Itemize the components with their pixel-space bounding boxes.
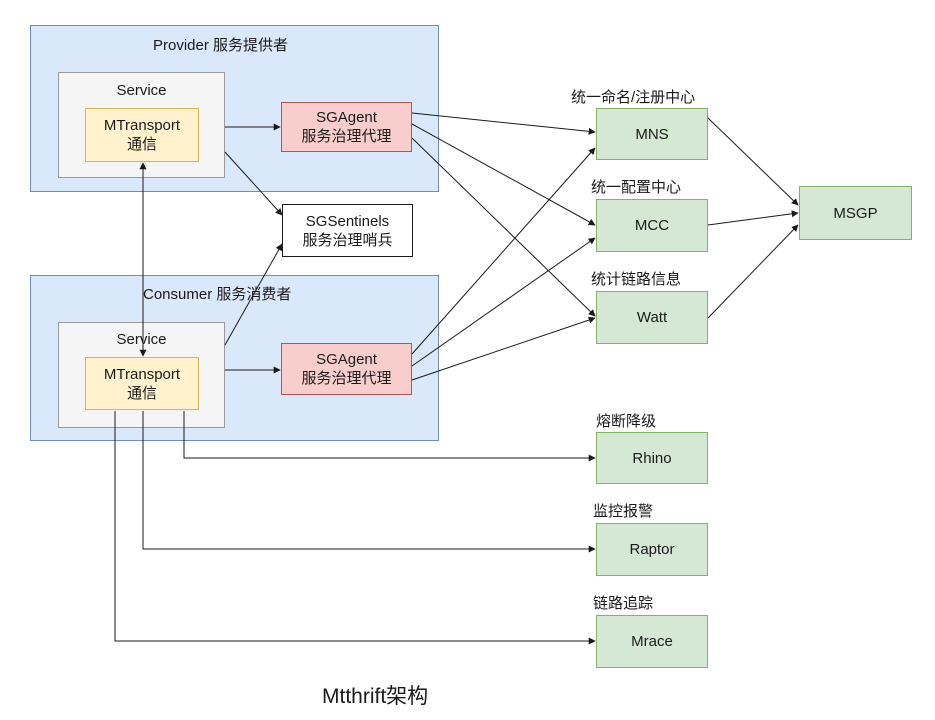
arrow-transport-to-mrace <box>114 411 596 645</box>
rhino-name: Rhino <box>632 449 672 467</box>
consumer-mtransport-name: MTransport <box>103 365 181 383</box>
provider-sgagent-name: SGAgent <box>316 109 377 126</box>
provider-service-title: Service <box>116 82 167 99</box>
msgp-box: MSGP <box>799 186 912 240</box>
mrace-label: 链路追踪 <box>593 595 654 612</box>
watt-box: Watt <box>596 291 708 344</box>
raptor-box: Raptor <box>596 523 708 576</box>
mrace-box: Mrace <box>596 615 708 668</box>
consumer-mtransport-desc: 通信 <box>126 384 157 402</box>
provider-sgagent-desc: 服务治理代理 <box>301 128 392 145</box>
arrow-provider-agent-to-watt <box>411 137 596 317</box>
mrace-name: Mrace <box>631 633 673 650</box>
arrow-consumer-service-to-sentinels <box>224 243 283 346</box>
consumer-sgagent-name: SGAgent <box>316 351 377 368</box>
raptor-label: 监控报警 <box>593 503 654 520</box>
provider-mtransport-desc: 通信 <box>126 136 157 153</box>
provider-mtransport-box: MTransport 通信 <box>85 108 199 162</box>
watt-label: 统计链路信息 <box>591 271 682 288</box>
provider-sgagent-box: SGAgent 服务治理代理 <box>281 102 412 152</box>
arrow-consumer-agent-to-mcc <box>411 237 596 367</box>
arrow-watt-to-msgp <box>707 224 799 319</box>
arrow-provider-service-to-sentinels <box>224 151 283 216</box>
msgp-name: MSGP <box>833 204 878 222</box>
sgsentinels-box: SGSentinels 服务治理哨兵 <box>282 204 413 257</box>
consumer-sgagent-desc: 服务治理代理 <box>301 370 392 387</box>
mns-box: MNS <box>596 108 708 160</box>
arrow-provider-agent-to-mns <box>411 112 596 135</box>
provider-mtransport-name: MTransport <box>103 117 181 134</box>
sgsentinels-desc: 服务治理哨兵 <box>302 231 393 249</box>
provider-title: Provider 服务提供者 <box>153 37 289 54</box>
arrow-consumer-agent-to-watt <box>411 316 596 381</box>
diagram-caption: Mtthrift架构 <box>322 685 429 708</box>
mcc-name: MCC <box>634 217 670 234</box>
raptor-name: Raptor <box>629 541 675 558</box>
consumer-title: Consumer 服务消费者 <box>143 286 292 303</box>
arrow-transport-to-raptor <box>142 411 596 553</box>
arrow-mns-to-msgp <box>707 117 799 206</box>
mns-label: 统一命名/注册中心 <box>571 89 696 106</box>
arrow-consumer-agent-to-mns <box>411 147 596 355</box>
mns-name: MNS <box>635 125 669 143</box>
sgsentinels-name: SGSentinels <box>305 212 390 230</box>
mcc-box: MCC <box>596 199 708 252</box>
rhino-label: 熔断降级 <box>596 413 657 430</box>
watt-name: Watt <box>636 309 668 326</box>
arrow-transport-to-rhino <box>183 411 596 462</box>
arrow-mcc-to-msgp <box>707 210 799 226</box>
arrow-provider-agent-to-mcc <box>411 123 596 226</box>
mcc-label: 统一配置中心 <box>591 179 682 196</box>
rhino-box: Rhino <box>596 432 708 484</box>
consumer-mtransport-box: MTransport 通信 <box>85 357 199 410</box>
consumer-sgagent-box: SGAgent 服务治理代理 <box>281 343 412 395</box>
